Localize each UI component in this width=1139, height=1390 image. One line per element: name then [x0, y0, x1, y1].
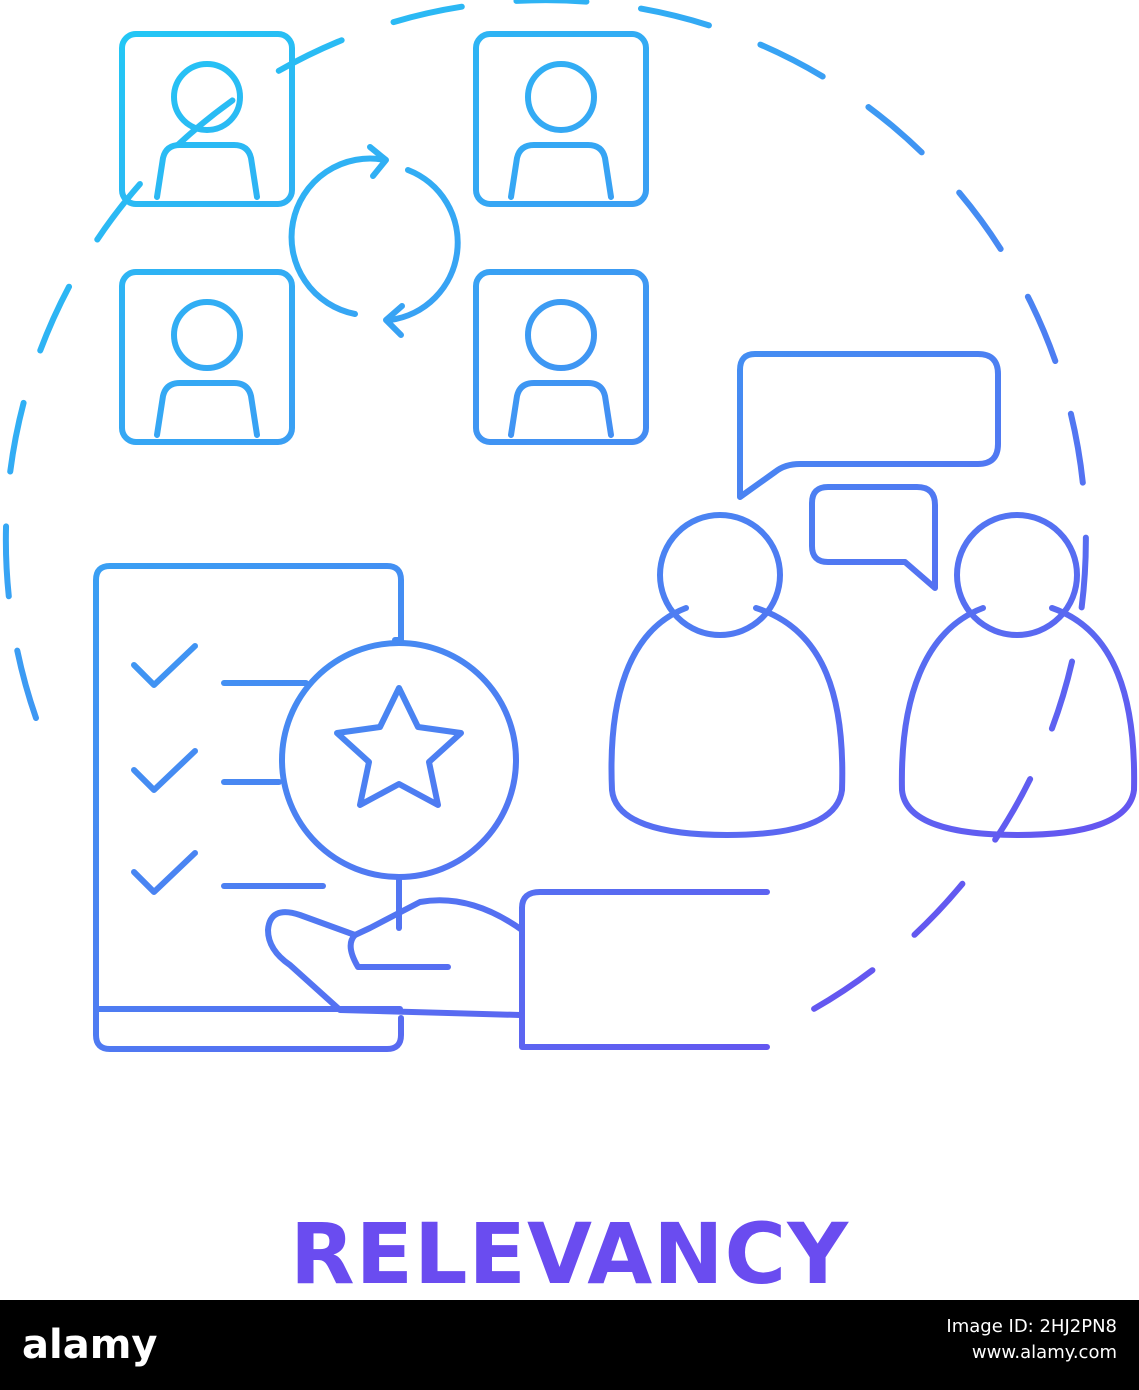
checklist-icon	[93, 563, 404, 1052]
speech-bubble-icon	[737, 351, 1001, 500]
relevancy-illustration	[2, 0, 1138, 1052]
speech-bubble-icon	[809, 484, 938, 591]
footer-info: Image ID: 2HJ2PN8 www.alamy.com	[946, 1314, 1117, 1366]
brand-logo: alamy	[22, 1322, 158, 1368]
user-profile-icon	[473, 269, 649, 445]
hand-icon	[265, 889, 770, 1050]
page-title: RELEVANCY	[289, 1205, 850, 1303]
person-icon	[608, 512, 846, 838]
watermark-footer: alamy Image ID: 2HJ2PN8 www.alamy.com	[0, 1300, 1139, 1390]
image-id: Image ID: 2HJ2PN8	[946, 1316, 1117, 1337]
user-profile-icon	[119, 31, 295, 207]
user-profile-icon	[473, 31, 649, 207]
star-badge-icon	[279, 640, 519, 931]
user-profile-icon	[119, 269, 295, 445]
person-icon	[898, 512, 1138, 838]
site-url: www.alamy.com	[971, 1342, 1117, 1363]
refresh-cycle-icon	[288, 144, 461, 338]
dashed-circle	[2, 0, 1089, 1013]
